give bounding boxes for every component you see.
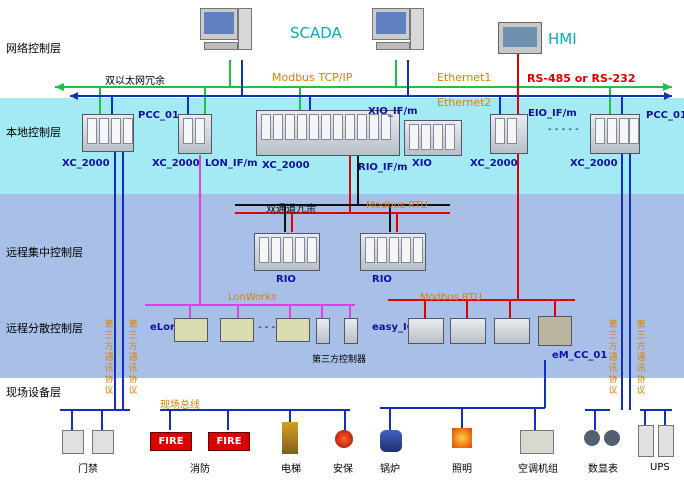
- xc-label-1: XC_2000: [62, 158, 110, 169]
- xc-2000-controller-3: [256, 110, 400, 156]
- hmi-panel-icon: [498, 22, 542, 54]
- third-protocol-vlabel-2: 第三方通讯协议: [128, 320, 138, 396]
- security-label: 安保: [333, 464, 353, 475]
- easy-io-label: easy_IO: [372, 322, 416, 333]
- elevator-icon: [282, 422, 298, 454]
- xc-2000-controller-2: [178, 114, 212, 154]
- boiler-icon: [380, 430, 402, 452]
- em-cc-label: eM_CC_01: [552, 350, 608, 361]
- modbus-tcp-label: Modbus TCP/IP: [272, 71, 353, 84]
- layer-local: 本地控制层: [6, 126, 61, 139]
- security-icon: [335, 430, 353, 448]
- elon-module-1: [174, 318, 208, 342]
- xio-module: [404, 120, 462, 156]
- xc-label-5: XC_2000: [570, 158, 618, 169]
- elon-module-3: [276, 318, 310, 342]
- elon-dashes: - - -: [258, 322, 276, 333]
- xc-2000-controller-1: [82, 114, 134, 152]
- xc-label-3: XC_2000: [262, 160, 310, 171]
- meter-icon-2: [604, 430, 620, 446]
- third-protocol-vlabel-1: 第三方通讯协议: [104, 320, 114, 396]
- lighting-label: 照明: [452, 464, 472, 475]
- xc-2000-controller-5: [590, 114, 640, 154]
- ups-icon-1: [638, 425, 654, 457]
- layer-remote-central: 远程集中控制层: [6, 246, 83, 259]
- xc-label-2: XC_2000: [152, 158, 200, 169]
- rio-module-1: [254, 233, 320, 271]
- fire-label: 消防: [190, 464, 210, 475]
- pcc01-right-label: PCC_01: [646, 110, 684, 121]
- elon-module-2: [220, 318, 254, 342]
- third-protocol-vlabel-4: 第三方通讯协议: [636, 320, 646, 396]
- lonworks-label: LonWorks: [228, 292, 277, 303]
- rio-label-1: RIO: [276, 274, 296, 285]
- meter-icon-1: [584, 430, 600, 446]
- third-protocol-vlabel-3: 第三方通讯协议: [608, 320, 618, 396]
- third-party-label: 第三方控制器: [312, 355, 367, 365]
- xc-label-4: XC_2000: [470, 158, 518, 169]
- elevator-label: 电梯: [281, 464, 301, 475]
- access-panel-icon-1: [62, 430, 84, 454]
- rs-label: RS-485 or RS-232: [527, 72, 636, 85]
- rio-if-label: RIO_IF/m: [358, 162, 408, 173]
- third-party-controller-1: [316, 318, 330, 344]
- lighting-icon: [452, 428, 472, 448]
- elon-label: eLon: [150, 322, 178, 333]
- third-party-controller-2: [344, 318, 358, 344]
- meter-label: 数显表: [588, 464, 618, 475]
- eio-if-label: EIO_IF/m: [528, 108, 577, 119]
- eth2-label: Ethernet2: [437, 96, 492, 109]
- ac-label: 空调机组: [518, 464, 558, 475]
- lon-if-label: LON_IF/m: [205, 158, 258, 169]
- xc-2000-controller-4: [490, 114, 528, 154]
- fire-alarm-icon-2: FIRE: [208, 432, 250, 451]
- easy-io-module-1: [408, 318, 444, 344]
- scada-label: SCADA: [290, 24, 342, 42]
- rio-label-2: RIO: [372, 274, 392, 285]
- hmi-label: HMI: [548, 30, 577, 48]
- ups-label: UPS: [650, 462, 670, 473]
- scada-computer-icon: [200, 8, 252, 52]
- eth1-label: Ethernet1: [437, 71, 492, 84]
- pcc01-left-label: PCC_01: [138, 110, 179, 121]
- ups-icon-2: [658, 425, 674, 457]
- layer-network: 网络控制层: [6, 42, 61, 55]
- boiler-label: 锅炉: [380, 464, 400, 475]
- field-bus-label: 现场总线: [160, 400, 200, 411]
- access-panel-icon-2: [92, 430, 114, 454]
- modbus-rtu-dist-label: Modbus RTU: [420, 292, 482, 303]
- em-cc-module: [538, 316, 572, 346]
- easy-io-module-2: [450, 318, 486, 344]
- xio-label: XIO: [412, 158, 432, 169]
- modbus-rtu-central-label: Modbus RTU: [366, 200, 428, 211]
- scada-computer-2-icon: [372, 8, 424, 52]
- rio-module-2: [360, 233, 426, 271]
- dual-eth-label: 双以太网冗余: [105, 76, 165, 87]
- dual-channel-label: 双通道冗余: [266, 204, 316, 215]
- dashes-label: - - - - -: [548, 124, 579, 135]
- access-label: 门禁: [78, 464, 98, 475]
- xio-if-label: XIO_IF/m: [368, 106, 418, 117]
- layer-field: 现场设备层: [6, 386, 61, 399]
- fire-alarm-icon-1: FIRE: [150, 432, 192, 451]
- layer-remote-dist: 远程分散控制层: [6, 322, 83, 335]
- easy-io-module-3: [494, 318, 530, 344]
- ac-unit-icon: [520, 430, 554, 454]
